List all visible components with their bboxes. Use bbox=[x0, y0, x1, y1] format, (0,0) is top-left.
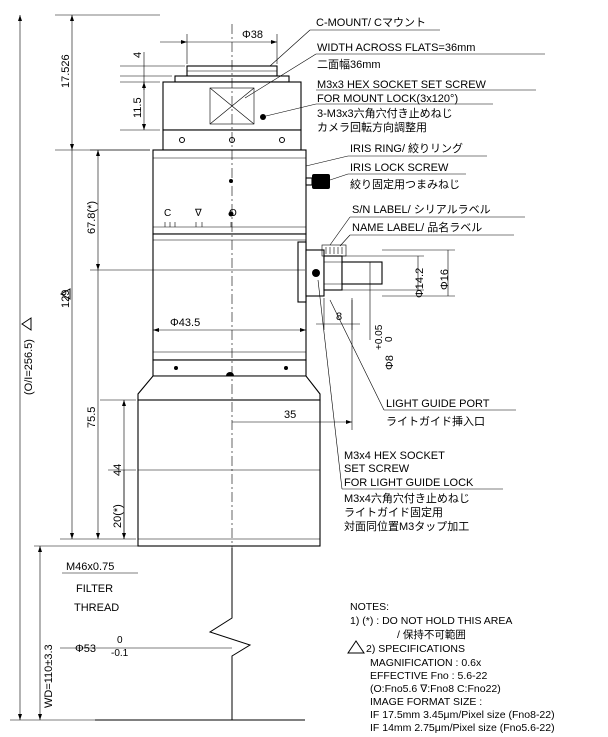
label-lg-lock-2: SET SCREW bbox=[344, 463, 410, 475]
note-fno-marks: (O:Fno5.6 ∇:Fno8 C:Fno22) bbox=[370, 683, 501, 695]
revision-triangle-icon-3 bbox=[347, 640, 365, 654]
dim-d53: Φ53 bbox=[75, 643, 96, 655]
dim-d53-tol-upper: 0 bbox=[117, 635, 123, 646]
label-lg-lock-jp2: ライトガイド固定用 bbox=[344, 505, 443, 519]
iris-mark-c: C bbox=[164, 208, 171, 219]
label-sn: S/N LABEL/ シリアルラベル bbox=[352, 204, 491, 216]
dim-d16: Φ16 bbox=[439, 269, 451, 290]
notes-title: NOTES: bbox=[350, 601, 389, 613]
note-image-format: IMAGE FORMAT SIZE : bbox=[370, 696, 482, 708]
note-magnification: MAGNIFICATION : 0.6x bbox=[370, 657, 482, 669]
dim-w8: 8 bbox=[336, 311, 342, 323]
filter-label-2: FILTER bbox=[76, 583, 113, 595]
label-m3-set-screw-1: M3x3 HEX SOCKET SET SCREW bbox=[317, 79, 487, 91]
dim-h129: 129 bbox=[60, 290, 72, 308]
note-fno: EFFECTIVE Fno : 5.6-22 bbox=[370, 670, 487, 682]
lens-body: C ∇ O bbox=[95, 24, 383, 721]
dim-d8-tol-lower: 0 bbox=[384, 336, 395, 342]
iris-lock-knob-icon bbox=[312, 174, 330, 189]
dim-d43-5: Φ43.5 bbox=[170, 317, 200, 329]
note-if2: IF 14mm 2.75μm/Pixel size (Fno5.6-22) bbox=[370, 722, 555, 734]
dim-d53-tol-lower: -0.1 bbox=[111, 648, 129, 659]
dim-h4: 4 bbox=[132, 52, 144, 58]
dim-wd: WD=110±3.3 bbox=[43, 644, 55, 708]
dim-d8-tol-upper: +0.05 bbox=[374, 324, 385, 350]
dim-d38: Φ38 bbox=[242, 29, 263, 41]
dimension-lines: Φ38 4 11.5 17.526 67.8(*) 129 bbox=[10, 14, 455, 721]
iris-mark-v: ∇ bbox=[194, 208, 202, 219]
label-c-mount: C-MOUNT/ Cマウント bbox=[316, 16, 426, 29]
revision-triangle-icon bbox=[59, 288, 71, 300]
label-lg-lock-jp1: M3x4六角穴付き止めねじ bbox=[344, 491, 470, 505]
label-m3-set-screw-jp1: 3-M3x3六角穴付き止めねじ bbox=[317, 106, 453, 120]
dim-h17-526: 17.526 bbox=[60, 54, 72, 88]
notes-block: NOTES: 1) (*) : DO NOT HOLD THIS AREA / … bbox=[347, 601, 555, 734]
upper-body bbox=[152, 233, 307, 361]
iris-ring bbox=[152, 149, 307, 235]
dim-d8: Φ8 bbox=[384, 355, 396, 370]
label-iris-lock-jp: 絞り固定用つまみねじ bbox=[350, 177, 460, 191]
filter-thread-label: M46x0.75 FILTER THREAD bbox=[62, 561, 138, 614]
revision-triangle-icon-2 bbox=[21, 317, 32, 331]
label-light-guide-port-jp: ライトガイド挿入口 bbox=[386, 414, 485, 428]
label-m3-set-screw-2: FOR MOUNT LOCK(3x120°) bbox=[317, 93, 458, 105]
label-lg-lock-1: M3x4 HEX SOCKET bbox=[344, 450, 445, 462]
label-iris-lock: IRIS LOCK SCREW bbox=[350, 162, 449, 174]
label-lg-lock-3: FOR LIGHT GUIDE LOCK bbox=[344, 477, 474, 489]
label-width-flats-jp: 二面幅36mm bbox=[317, 58, 381, 71]
dim-h67-8: 67.8(*) bbox=[86, 201, 98, 234]
dim-d14-2: Φ14.2 bbox=[414, 268, 426, 298]
light-guide-lock-screw-icon bbox=[312, 269, 320, 277]
iris-mark-o: O bbox=[229, 208, 237, 219]
label-lg-lock-jp3: 対面同位置M3タップ加工 bbox=[344, 519, 469, 533]
dim-w35: 35 bbox=[284, 409, 296, 421]
note-2: 2) SPECIFICATIONS bbox=[366, 643, 465, 655]
filter-label-1: M46x0.75 bbox=[66, 561, 114, 573]
dim-h20: 20(*) bbox=[112, 504, 124, 528]
label-m3-set-screw-jp2: カメラ回転方向調整用 bbox=[317, 120, 427, 134]
note-1-jp: / 保持不可範囲 bbox=[397, 628, 466, 641]
note-if1: IF 17.5mm 3.45μm/Pixel size (Fno8-22) bbox=[370, 709, 555, 721]
dim-h11-5: 11.5 bbox=[132, 97, 144, 118]
dim-h75-5: 75.5 bbox=[86, 407, 98, 428]
note-1: 1) (*) : DO NOT HOLD THIS AREA bbox=[350, 615, 512, 627]
dim-oi: (O/I=256.5) bbox=[23, 339, 35, 395]
label-name: NAME LABEL/ 品名ラベル bbox=[352, 220, 482, 234]
label-iris-ring: IRIS RING/ 絞りリング bbox=[350, 141, 463, 155]
mount-lock-screw-icon bbox=[260, 114, 266, 120]
label-light-guide-port: LIGHT GUIDE PORT bbox=[386, 398, 490, 410]
label-width-flats: WIDTH ACROSS FLATS=36mm bbox=[317, 42, 475, 54]
lower-barrel bbox=[137, 399, 321, 547]
filter-label-3: THREAD bbox=[74, 602, 119, 614]
callouts: C-MOUNT/ Cマウント WIDTH ACROSS FLATS=36mm 二… bbox=[244, 16, 545, 533]
